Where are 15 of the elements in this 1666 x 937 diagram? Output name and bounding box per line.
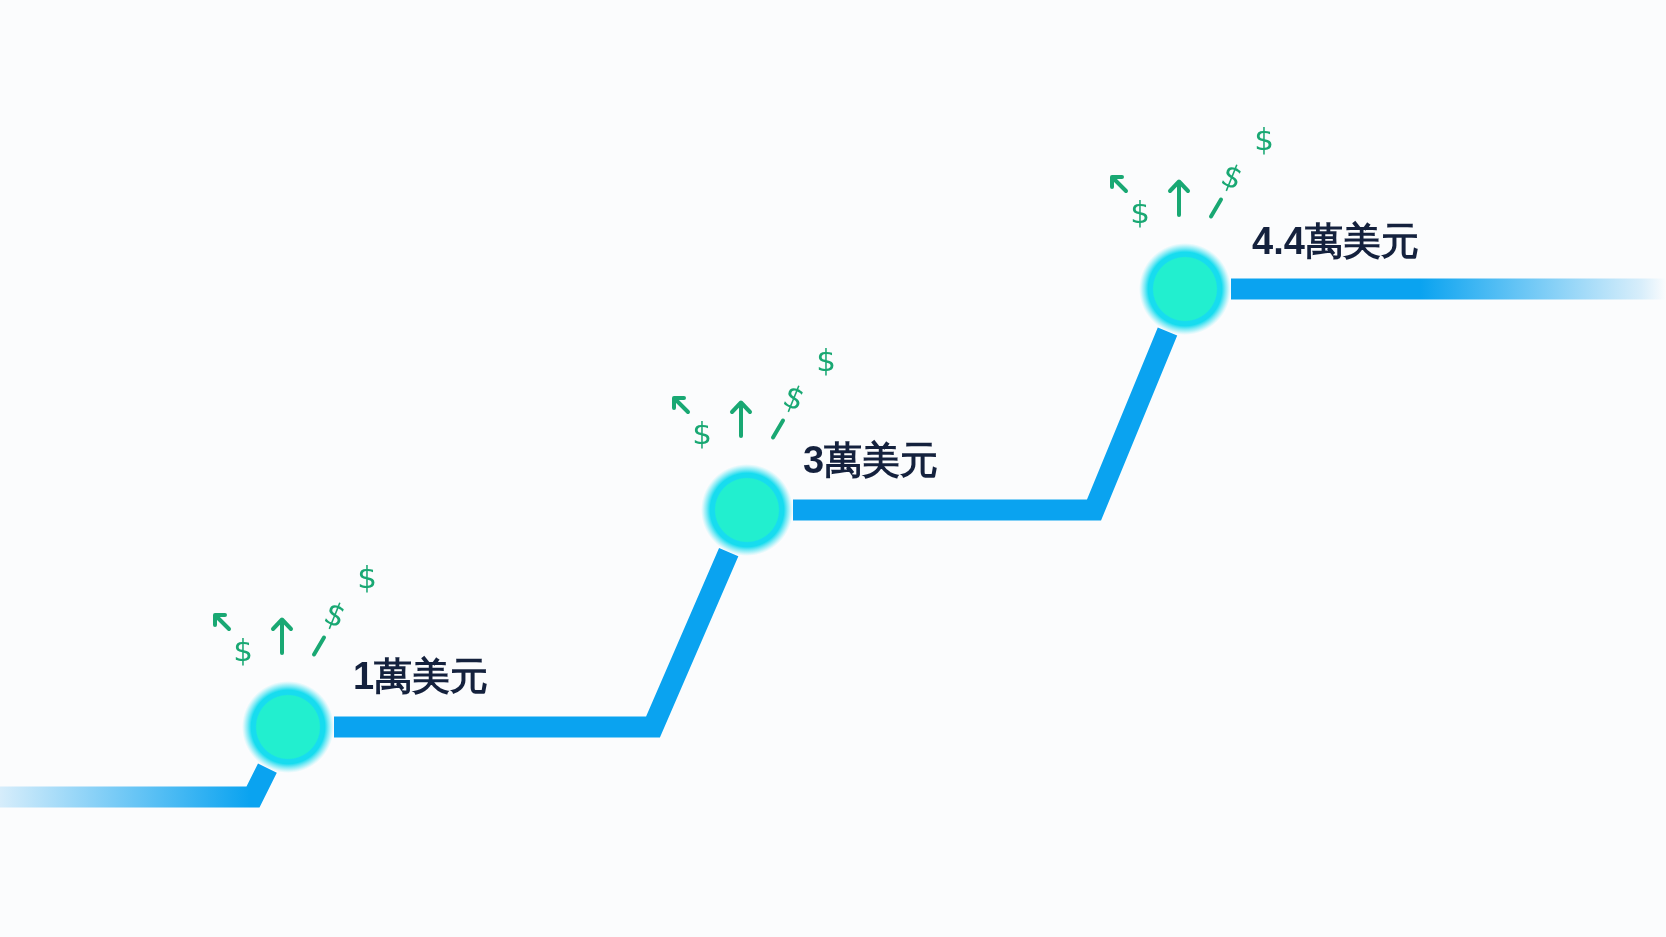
dollar-sign: $ xyxy=(357,561,377,593)
dollar-sign: $ xyxy=(233,634,253,666)
dollar-sign: $ xyxy=(1217,158,1247,196)
dollar-sign: $ xyxy=(779,379,809,417)
dollar-sign: $ xyxy=(320,596,350,634)
dollar-sign: $ xyxy=(1254,123,1274,155)
dollar-sign: $ xyxy=(692,417,712,449)
dollar-sign: $ xyxy=(816,344,836,376)
dollar-sign: $ xyxy=(1130,196,1150,228)
amount-label: 3萬美元 xyxy=(803,441,939,479)
amount-label: 1萬美元 xyxy=(353,657,489,695)
step-line xyxy=(0,763,277,808)
step-line xyxy=(793,327,1178,521)
step-line xyxy=(334,548,739,738)
amount-label: 4.4萬美元 xyxy=(1252,222,1419,260)
